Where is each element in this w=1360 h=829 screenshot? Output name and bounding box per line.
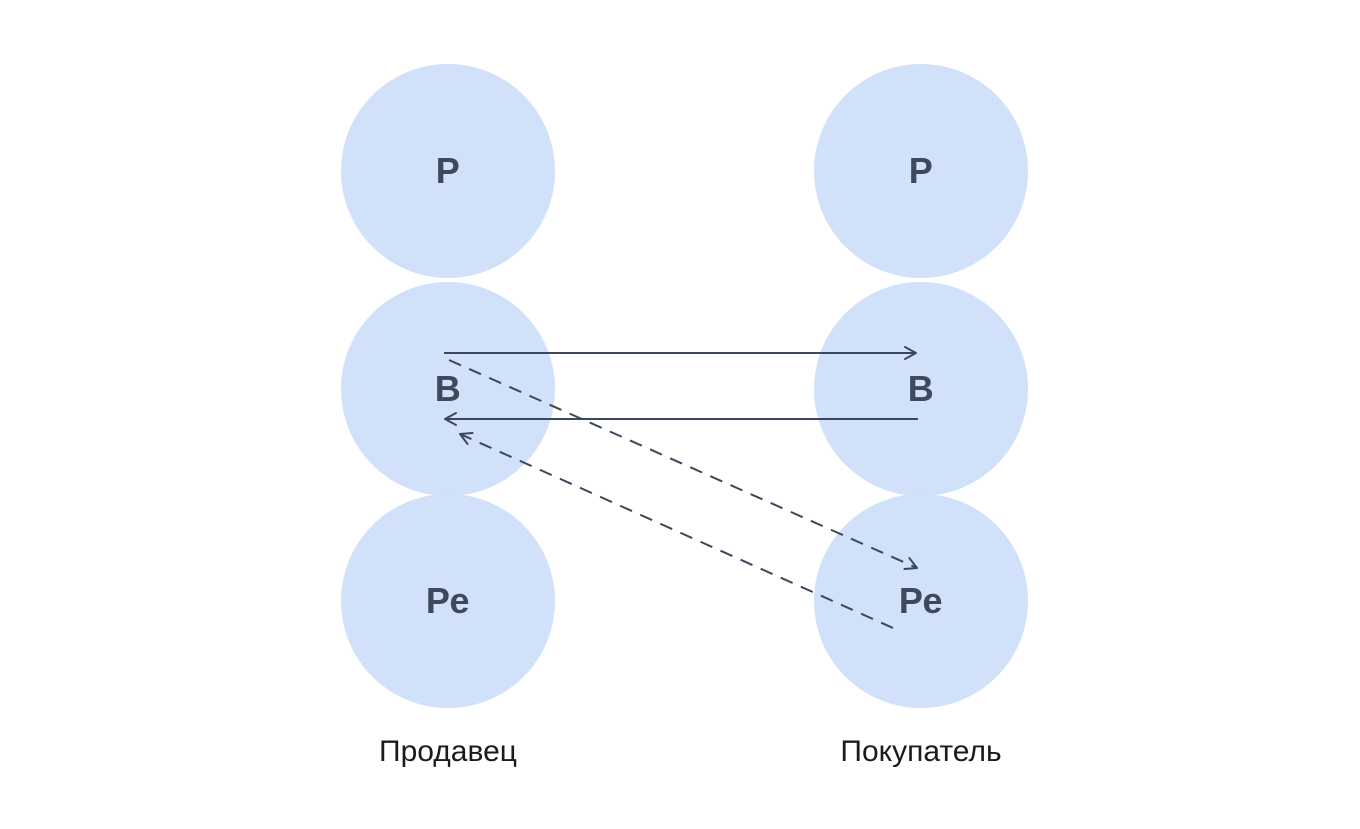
buyer-parent-circle: Р bbox=[814, 64, 1028, 278]
seller-parent-label: Р bbox=[435, 150, 461, 191]
seller-parent-circle: Р bbox=[341, 64, 555, 278]
seller-adult-circle: В bbox=[341, 282, 555, 496]
seller-child-circle: Ре bbox=[341, 494, 555, 708]
buyer-adult-label: В bbox=[907, 368, 935, 409]
buyer-parent-label: Р bbox=[908, 150, 934, 191]
buyer-caption: Покупатель bbox=[840, 735, 1002, 768]
buyer-child-circle: Ре bbox=[814, 494, 1028, 708]
buyer-adult-circle: В bbox=[814, 282, 1028, 496]
seller-adult-label: В bbox=[434, 368, 462, 409]
buyer-child-label: Ре bbox=[898, 580, 944, 621]
seller-caption: Продавец bbox=[379, 735, 517, 768]
seller-child-label: Ре bbox=[425, 580, 471, 621]
